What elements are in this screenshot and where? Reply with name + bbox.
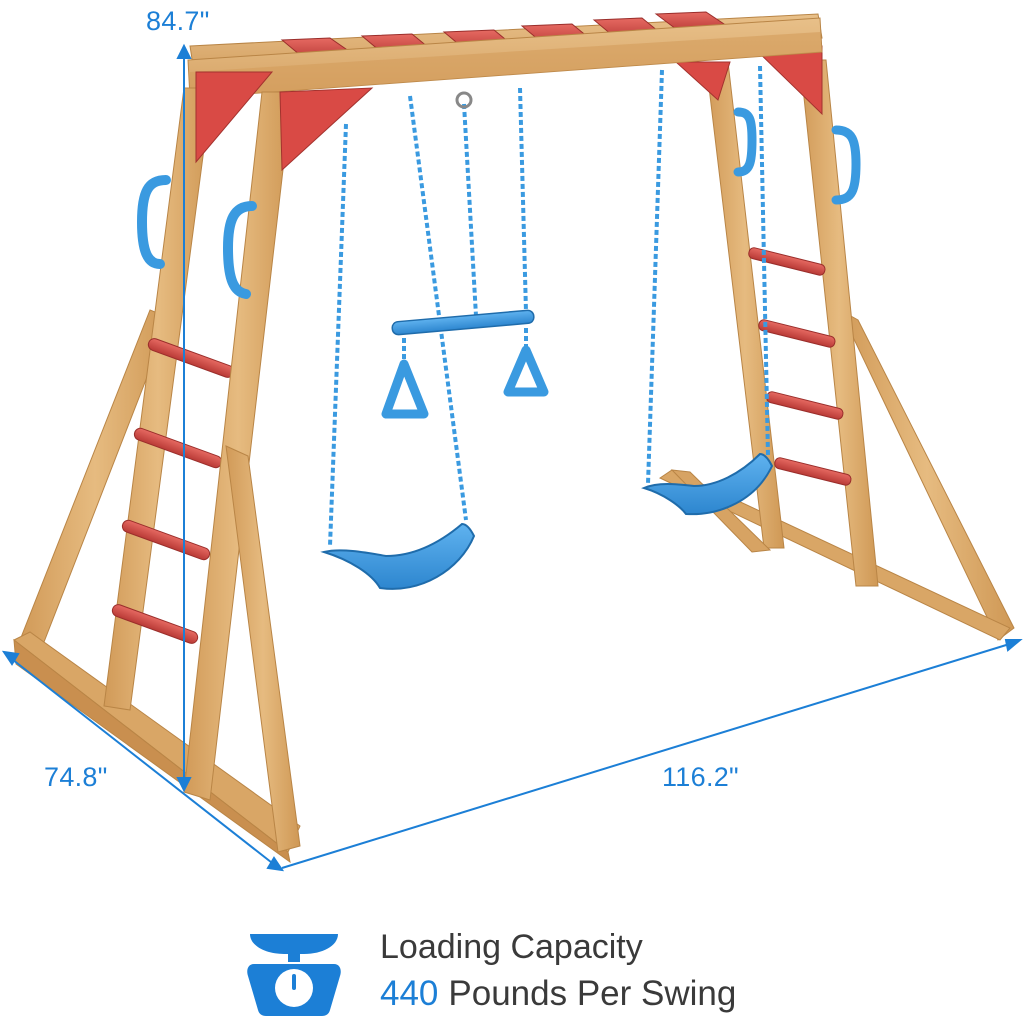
- right-base-beam: [658, 469, 1011, 641]
- capacity-title: Loading Capacity: [380, 928, 643, 966]
- height-dimension-label: 84.7": [146, 6, 210, 36]
- gym-ring: [381, 359, 429, 419]
- chain: [328, 123, 348, 547]
- rung: [121, 519, 211, 561]
- left-ladder-rungs: [111, 338, 235, 644]
- left-front-brace: [225, 445, 301, 853]
- swing-seat: [320, 522, 476, 590]
- width-dimension-label: 116.2": [662, 762, 739, 792]
- chain: [646, 69, 664, 485]
- left-base-beam-face: [13, 638, 291, 864]
- depth-line: [7, 655, 277, 867]
- swing-left: [320, 95, 476, 590]
- right-outer-leg: [799, 59, 879, 587]
- gym-ring: [503, 345, 549, 397]
- chain: [518, 87, 528, 313]
- rung: [758, 319, 836, 348]
- left-handles: [136, 175, 257, 299]
- trapeze-bar: [391, 309, 535, 336]
- top-monkey-bar: [187, 11, 823, 99]
- left-frame: [13, 71, 374, 864]
- right-bracket-inner: [674, 61, 731, 101]
- dimension-lines: [1, 43, 1023, 872]
- handle-icon: [733, 107, 757, 177]
- handle-icon: [136, 175, 171, 269]
- handle-icon: [831, 125, 861, 205]
- handle-icon: [222, 201, 257, 299]
- chain: [462, 103, 478, 317]
- chain: [758, 65, 770, 457]
- rung: [748, 247, 826, 276]
- rung: [111, 604, 199, 644]
- right-frame: [658, 45, 1015, 641]
- top-front-rail-face: [190, 32, 822, 98]
- weight-scale-icon: [247, 934, 341, 1016]
- swing-seat: [641, 452, 774, 516]
- left-bracket-outer: [195, 71, 274, 164]
- swing-right: [641, 65, 774, 516]
- rung: [766, 391, 844, 420]
- capacity-unit: Pounds Per Swing: [448, 974, 737, 1013]
- capacity-number: 440: [380, 974, 439, 1013]
- right-brace: [838, 308, 1015, 641]
- width-line: [281, 641, 1017, 869]
- depth-dimension-label: 74.8": [44, 762, 108, 792]
- right-ladder-rungs: [748, 247, 852, 486]
- chain: [408, 95, 468, 521]
- left-bracket-inner: [279, 87, 374, 172]
- rung: [774, 457, 852, 486]
- trapeze: [381, 87, 549, 419]
- right-handles: [733, 107, 861, 205]
